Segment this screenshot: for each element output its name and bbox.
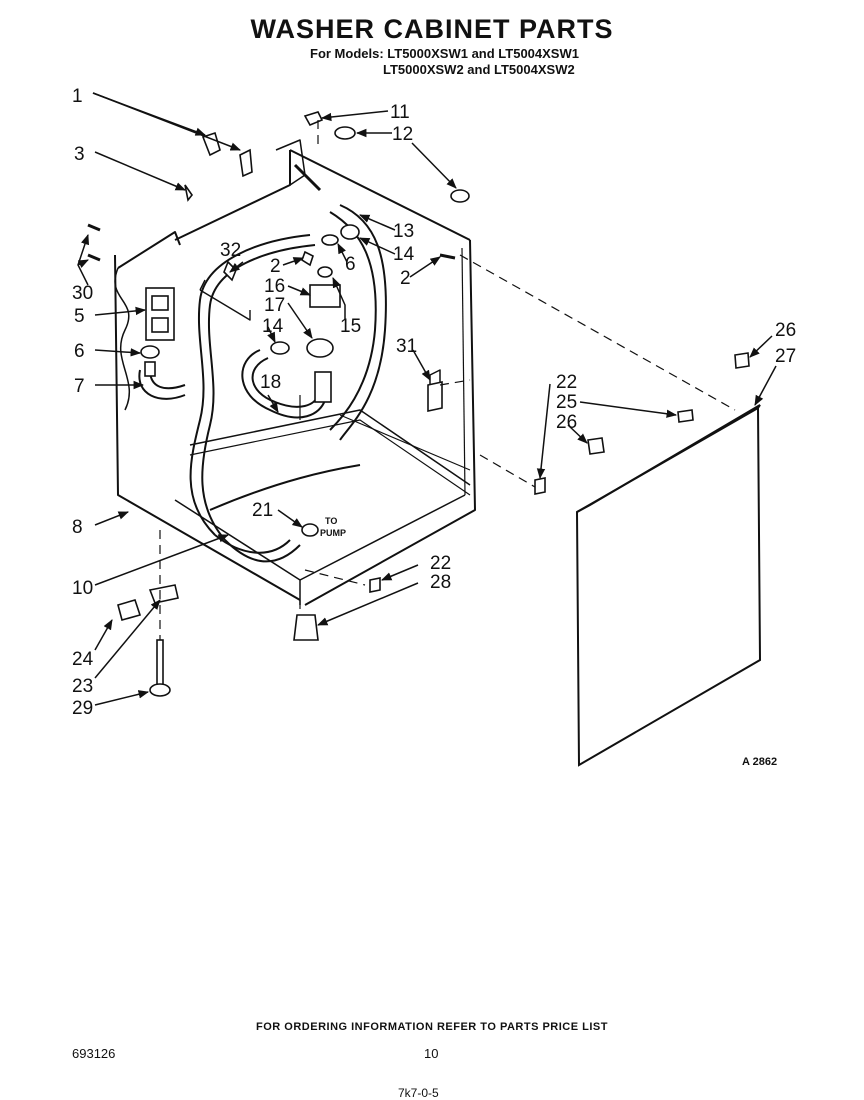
washer-part-6a	[140, 345, 160, 359]
hose-end-17	[314, 371, 332, 403]
cabinet-top-edge	[289, 149, 471, 241]
screw-part-2b	[439, 253, 456, 260]
screw-part-3	[184, 184, 193, 202]
callout-1: 1	[72, 86, 83, 107]
callout-18: 18	[260, 372, 281, 393]
clamp-part-17	[306, 338, 334, 358]
valve-part-16	[309, 284, 341, 308]
to-pump-label-line-2: PUMP	[320, 528, 346, 538]
clip-part-25	[677, 409, 694, 423]
callout-3: 3	[74, 144, 85, 165]
page-title: WASHER CABINET PARTS	[250, 14, 614, 44]
screw-part-30a	[87, 223, 101, 232]
plug-part-12a	[334, 126, 356, 140]
callout-26a: 26	[556, 412, 577, 433]
callout-31: 31	[396, 336, 417, 357]
callout-6b: 6	[345, 254, 356, 275]
to-pump-label-line-1: TO	[325, 516, 337, 526]
callout-14b: 14	[262, 316, 284, 337]
clip-part-1b	[239, 148, 253, 178]
callout-29: 29	[72, 698, 93, 719]
callout-8: 8	[72, 517, 83, 538]
callout-2b: 2	[400, 268, 411, 289]
callout-16: 16	[264, 276, 285, 297]
clamp-part-13	[340, 224, 360, 240]
cabinet-right-side	[304, 239, 476, 606]
callout-10: 10	[72, 578, 93, 599]
models-line-2: LT5000XSW2 and LT5004XSW2	[383, 62, 575, 77]
plug-part-12b	[450, 189, 470, 203]
callout-24: 24	[72, 649, 94, 670]
clip-part-26a	[587, 437, 605, 455]
ordering-note: FOR ORDERING INFORMATION REFER TO PARTS …	[256, 1021, 608, 1033]
callout-17: 17	[264, 295, 285, 316]
callout-14a: 14	[393, 244, 415, 265]
callout-13: 13	[393, 221, 414, 242]
callout-23: 23	[72, 676, 93, 697]
cabinet-body	[114, 139, 476, 606]
callout-27: 27	[775, 346, 796, 367]
washer-part-6b	[321, 234, 339, 246]
document-number: 693126	[72, 1046, 116, 1061]
callout-22a: 22	[430, 553, 451, 574]
hose-end-part-7	[144, 361, 156, 377]
bracket-part-24	[117, 599, 142, 621]
callout-25: 25	[556, 392, 577, 413]
callout-21: 21	[252, 500, 273, 521]
callout-26b: 26	[775, 320, 796, 341]
hose-part-7	[138, 369, 186, 400]
clamp-part-21	[301, 523, 319, 537]
page-number: 10	[424, 1046, 439, 1061]
callout-6a: 6	[74, 341, 85, 362]
callout-30: 30	[72, 283, 93, 304]
callout-12: 12	[392, 124, 413, 145]
clip-part-22b	[369, 577, 381, 593]
callout-11: 11	[390, 102, 410, 123]
screw-part-30b	[87, 253, 101, 262]
bottom-stamp: 7k7-0-5	[398, 1086, 439, 1100]
small-parts	[87, 111, 750, 697]
fitting-part-15	[317, 266, 333, 278]
callout-2a: 2	[270, 256, 281, 277]
clip-part-26b	[734, 352, 750, 369]
nut-part-11	[303, 111, 324, 127]
callout-5: 5	[74, 306, 85, 327]
callout-7: 7	[74, 376, 85, 397]
callout-22b: 22	[556, 372, 577, 393]
front-panel-part-27	[575, 404, 762, 767]
leg-part-29	[156, 639, 164, 689]
cabinet-left-edge	[114, 254, 301, 601]
figure-reference: A 2862	[742, 756, 777, 768]
models-line-1: For Models: LT5000XSW1 and LT5004XSW1	[310, 46, 579, 61]
callout-32: 32	[220, 240, 241, 261]
clamp-part-14	[270, 341, 290, 355]
callout-28: 28	[430, 572, 451, 593]
foot-part-28	[293, 614, 319, 641]
leader-lines	[77, 92, 777, 706]
clip-part-31	[427, 381, 443, 412]
screw-part-2a	[301, 250, 314, 267]
assembly-lines	[159, 120, 736, 640]
clip-part-1a	[201, 131, 221, 157]
glide-part-23	[148, 584, 179, 604]
clip-part-22a	[534, 477, 546, 495]
callout-numbers: 1 3 30 5 6 7 8 10 24 23 29 11 12 13 14 6…	[72, 86, 796, 768]
callout-15: 15	[340, 316, 361, 337]
